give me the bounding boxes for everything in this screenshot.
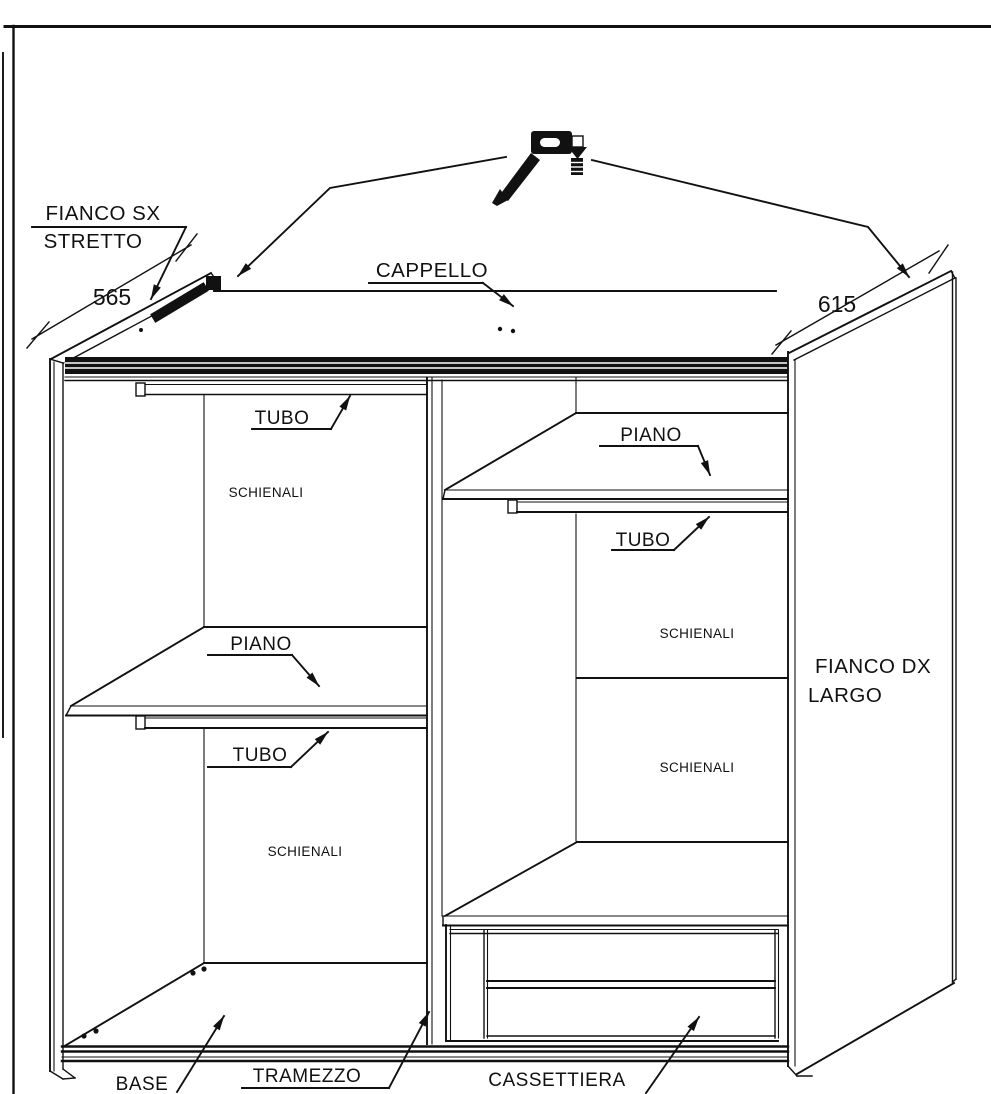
leader-arrow-piano-left bbox=[290, 653, 321, 688]
rail-bracket bbox=[507, 499, 518, 514]
tubo-right-label: TUBO bbox=[616, 530, 671, 551]
label-piano-right: PIANO bbox=[599, 425, 712, 477]
tubo-left-label: TUBO bbox=[233, 745, 288, 766]
leader-arrow-cassettiera bbox=[644, 1015, 701, 1094]
leader-arrow-fianco-sx bbox=[149, 225, 188, 301]
label-tubo-left: TUBO bbox=[207, 730, 330, 769]
label-cassettiera: CASSETTIERA bbox=[488, 1015, 701, 1094]
cam-hole bbox=[510, 328, 516, 334]
left-side-panel bbox=[49, 271, 221, 1080]
right-side-panel bbox=[787, 269, 957, 1077]
dowel-hole bbox=[201, 966, 207, 972]
leader-arrow-tubo-right bbox=[672, 515, 711, 552]
panel-corner-bracket bbox=[206, 276, 221, 290]
mounting-bracket-icon bbox=[492, 131, 572, 206]
label-tramezzo: TRAMEZZO bbox=[241, 1010, 431, 1090]
leader-arrow-hardware-right bbox=[590, 158, 911, 279]
left-compartment bbox=[65, 382, 428, 963]
leader-arrow-base bbox=[175, 1014, 226, 1094]
piano-left-label: PIANO bbox=[230, 634, 292, 655]
dowel-hole bbox=[93, 1028, 99, 1034]
leader-arrow-hardware-left bbox=[236, 155, 508, 278]
label-piano-left: PIANO bbox=[207, 634, 321, 688]
right-compartment bbox=[442, 377, 789, 842]
fianco-dx-label-line2: LARGO bbox=[808, 684, 882, 707]
fianco-sx-label-line2: STRETTO bbox=[44, 230, 143, 253]
fianco-dx-label-line1: FIANCO DX bbox=[815, 655, 931, 678]
schienali-right-upper-label: SCHIENALI bbox=[660, 626, 735, 641]
top-panel bbox=[64, 290, 789, 382]
fianco-sx-label-line1: FIANCO SX bbox=[46, 202, 161, 225]
piano-right-label: PIANO bbox=[620, 425, 682, 446]
base-label: BASE bbox=[116, 1074, 169, 1094]
dimension-615: 615 bbox=[771, 244, 949, 355]
dim-615-value: 615 bbox=[818, 291, 856, 317]
label-tubo-right: TUBO bbox=[611, 515, 711, 552]
leader-arrow-tramezzo bbox=[387, 1010, 431, 1090]
leader-arrow-tubo-left bbox=[289, 730, 330, 769]
rail-bracket bbox=[135, 715, 146, 730]
center-divider bbox=[426, 377, 443, 1045]
schienali-left-lower-label: SCHIENALI bbox=[268, 844, 343, 859]
tubo-top-label: TUBO bbox=[255, 408, 310, 429]
dimension-565: 565 bbox=[26, 233, 198, 349]
leader-arrow-tubo-top bbox=[329, 394, 352, 431]
leader-arrow-cappello bbox=[481, 281, 515, 308]
dowel-hole bbox=[139, 328, 143, 332]
panel-hinge-bracket bbox=[150, 282, 209, 323]
leader-arrow-piano-right bbox=[696, 444, 712, 477]
label-tubo-top: TUBO bbox=[251, 394, 352, 431]
dowel-hole bbox=[190, 970, 196, 976]
tramezzo-label: TRAMEZZO bbox=[253, 1066, 362, 1087]
dim-565-value: 565 bbox=[93, 284, 131, 310]
drawer-unit bbox=[442, 840, 789, 1042]
cappello-label: CAPPELLO bbox=[376, 259, 488, 282]
cassettiera-label: CASSETTIERA bbox=[488, 1070, 625, 1091]
sheet-border bbox=[2, 24, 991, 1094]
screw-anchor-icon bbox=[568, 135, 587, 175]
dowel-hole bbox=[81, 1033, 87, 1039]
label-base: BASE bbox=[116, 1014, 226, 1094]
label-fianco-sx: FIANCO SX STRETTO bbox=[31, 202, 188, 301]
cam-hole bbox=[497, 326, 503, 332]
label-fianco-dx: FIANCO DX LARGO bbox=[808, 655, 931, 707]
base-panel bbox=[60, 961, 790, 1063]
rail-bracket bbox=[135, 382, 146, 397]
schienali-right-lower-label: SCHIENALI bbox=[660, 760, 735, 775]
schienali-left-upper-label: SCHIENALI bbox=[229, 485, 304, 500]
label-cappello: CAPPELLO bbox=[368, 259, 515, 308]
